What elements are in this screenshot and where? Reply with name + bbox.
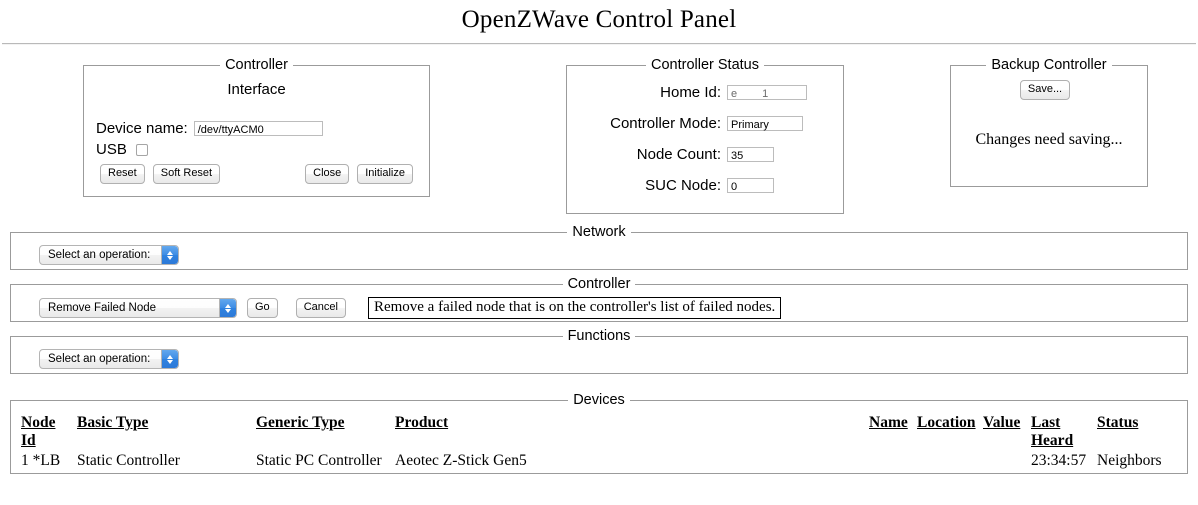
soft-reset-button[interactable]: Soft Reset [152, 164, 221, 184]
device-name-input[interactable]: /dev/ttyACM0 [193, 121, 323, 136]
controller-status-legend: Controller Status [651, 57, 759, 73]
top-panels-row: Controller Interface Device name: /dev/t… [0, 52, 1198, 224]
reset-button[interactable]: Reset [100, 164, 145, 184]
column-header-name[interactable]: Name [869, 414, 908, 431]
functions-operation-value: Select an operation: [48, 353, 151, 365]
column-header-basic-type[interactable]: Basic Type [77, 414, 149, 431]
functions-operation-select[interactable]: Select an operation: [39, 349, 179, 369]
cell-location [917, 450, 983, 470]
devices-table-header-row: Node Id Basic Type Generic Type Product … [21, 414, 1171, 450]
title-divider [2, 43, 1196, 45]
network-operation-value: Select an operation: [48, 249, 151, 261]
backup-controller-body: Save... Changes need saving... [951, 73, 1147, 149]
home-id-row: Home Id: e 1 [567, 77, 843, 108]
home-id-label: Home Id: [660, 84, 721, 101]
controller-section-controls: Remove Failed Node Go Cancel Remove a fa… [11, 292, 1187, 319]
controller-operation-value: Remove Failed Node [48, 302, 157, 314]
backup-controller-panel: Backup Controller Save... Changes need s… [950, 57, 1148, 187]
functions-legend: Functions [567, 328, 631, 344]
cell-name [869, 450, 917, 470]
home-id-input[interactable]: e 1 [727, 85, 807, 100]
page-title: OpenZWave Control Panel [461, 6, 737, 33]
cell-product: Aeotec Z-Stick Gen5 [395, 452, 527, 469]
cell-basic-type: Static Controller [77, 452, 180, 469]
cell-node-id: 1 *LB [21, 452, 61, 469]
chevron-updown-icon [161, 246, 178, 264]
cell-status: Neighbors [1097, 452, 1162, 469]
save-button[interactable]: Save... [1019, 80, 1071, 100]
cell-value [983, 450, 1031, 470]
initialize-button[interactable]: Initialize [357, 164, 413, 184]
column-header-last-heard[interactable]: Last Heard [1031, 414, 1074, 449]
devices-table: Node Id Basic Type Generic Type Product … [21, 414, 1171, 470]
controller-status-rows: Home Id: e 1 Controller Mode: Primary No… [567, 77, 843, 201]
operation-description: Remove a failed node that is on the cont… [367, 297, 782, 319]
controller-operation-select[interactable]: Remove Failed Node [39, 298, 237, 318]
node-count-input[interactable]: 35 [727, 147, 774, 162]
backup-status-message: Changes need saving... [975, 131, 1123, 148]
usb-row: USB [96, 139, 429, 160]
usb-label: USB [96, 141, 127, 158]
column-header-generic-type[interactable]: Generic Type [256, 414, 345, 431]
column-header-product[interactable]: Product [395, 414, 449, 431]
cancel-button[interactable]: Cancel [295, 298, 346, 318]
devices-legend: Devices [573, 392, 625, 408]
usb-checkbox[interactable] [135, 143, 148, 156]
suc-node-label: SUC Node: [645, 177, 721, 194]
column-header-value[interactable]: Value [983, 414, 1021, 431]
controller-status-panel: Controller Status Home Id: e 1 Controlle… [566, 57, 844, 214]
network-controls: Select an operation: [11, 240, 1187, 265]
devices-section: Devices Node Id Basic Type Generic Type … [10, 392, 1188, 474]
interface-subtitle: Interface [227, 81, 286, 98]
chevron-updown-icon [161, 350, 178, 368]
cell-generic-type: Static PC Controller [256, 452, 382, 469]
network-legend: Network [572, 224, 626, 240]
column-header-node-id[interactable]: Node Id [21, 414, 56, 449]
controller-mode-label: Controller Mode: [610, 115, 721, 132]
chevron-updown-icon [219, 299, 236, 317]
suc-node-input[interactable]: 0 [727, 178, 774, 193]
device-name-label: Device name: [96, 120, 188, 137]
node-count-label: Node Count: [636, 146, 721, 163]
controller-section-legend: Controller [567, 276, 631, 292]
suc-node-row: SUC Node: 0 [567, 170, 843, 201]
device-name-row: Device name: /dev/ttyACM0 [96, 118, 429, 139]
functions-controls: Select an operation: [11, 344, 1187, 369]
network-operation-select[interactable]: Select an operation: [39, 245, 179, 265]
device-settings-group: Device name: /dev/ttyACM0 USB [96, 118, 429, 160]
controller-interface-legend: Controller [225, 57, 288, 73]
table-row[interactable]: 1 *LB Static Controller Static PC Contro… [21, 450, 1171, 470]
controller-interface-panel: Controller Interface Device name: /dev/t… [83, 57, 430, 197]
go-button[interactable]: Go [247, 298, 278, 318]
node-count-row: Node Count: 35 [567, 139, 843, 170]
backup-controller-legend: Backup Controller [991, 57, 1107, 73]
column-header-location[interactable]: Location [917, 414, 976, 431]
controller-button-row: Reset Soft Reset Close Initialize [100, 164, 413, 184]
close-button[interactable]: Close [305, 164, 350, 184]
functions-section: Functions Select an operation: [10, 328, 1188, 374]
controller-section: Controller Remove Failed Node Go Cancel … [10, 276, 1188, 322]
controller-mode-input[interactable]: Primary [727, 116, 803, 131]
network-section: Network Select an operation: [10, 224, 1188, 270]
column-header-status[interactable]: Status [1097, 414, 1139, 431]
controller-mode-row: Controller Mode: Primary [567, 108, 843, 139]
cell-last-heard: 23:34:57 [1031, 452, 1087, 469]
